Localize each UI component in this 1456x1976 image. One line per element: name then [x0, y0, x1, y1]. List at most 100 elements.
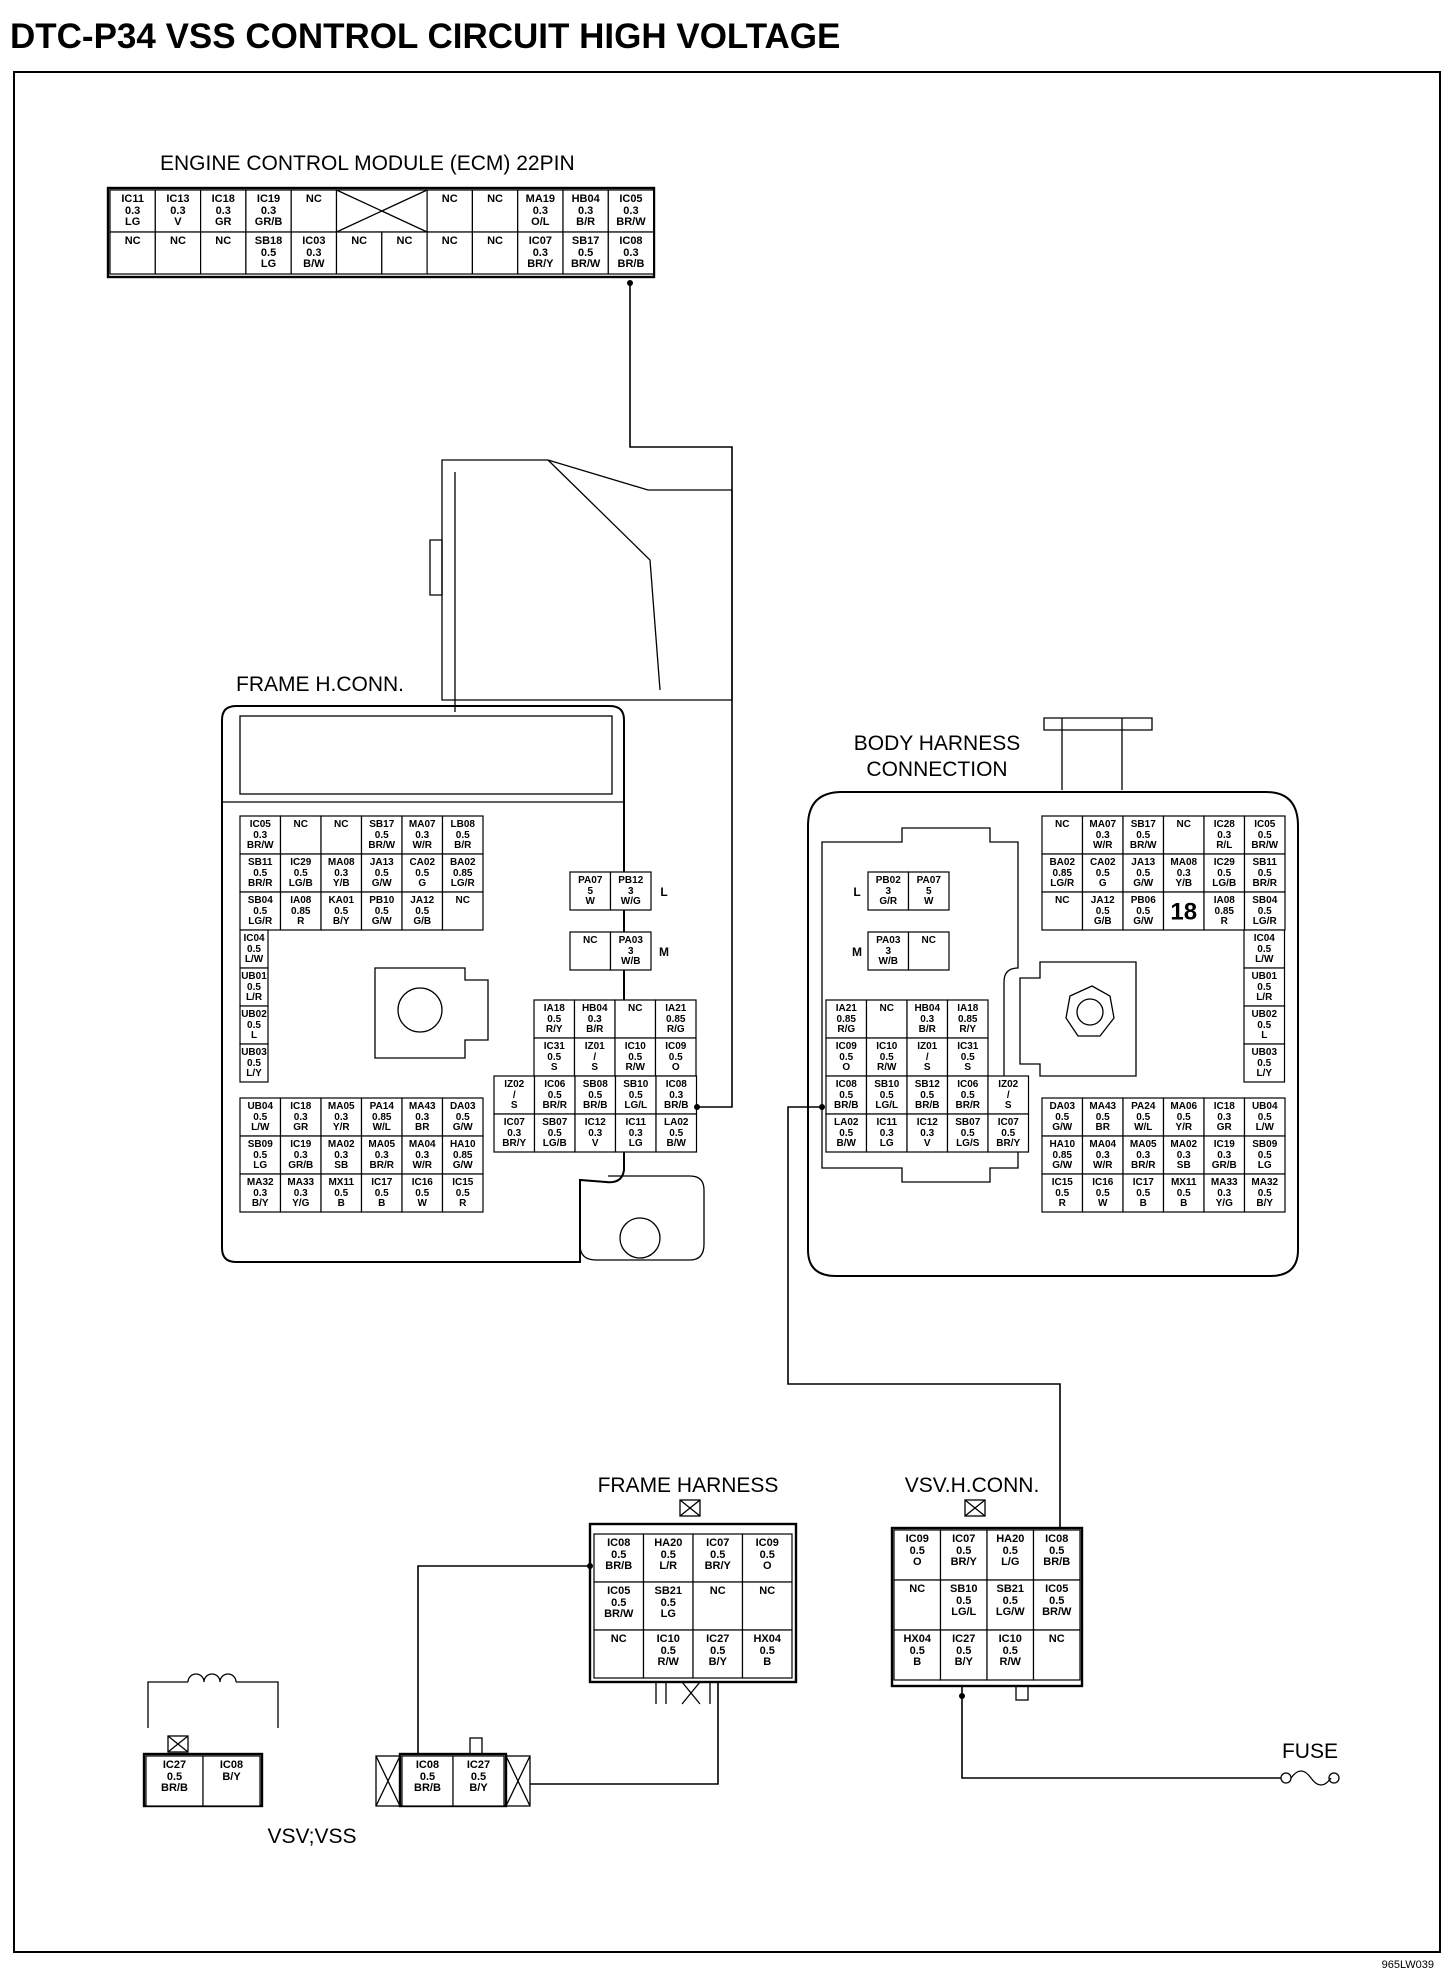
wire-spec: 0.5 — [1003, 1595, 1018, 1607]
wire-spec: 0.5 — [1049, 1595, 1064, 1607]
wire-spec: 0.5 — [1096, 1112, 1110, 1123]
wire-spec: GR/B — [1212, 1160, 1237, 1171]
wire-spec: 0.5 — [1258, 868, 1272, 879]
wire-spec: BR/B — [161, 1782, 188, 1794]
wire-junction-body-hconn — [819, 1104, 825, 1110]
pin-id: NC — [1177, 819, 1191, 830]
wire-spec: BR/Y — [705, 1560, 732, 1572]
pin-cell-box — [1041, 853, 1084, 893]
wire-spec: Y/G — [1216, 1198, 1233, 1209]
wire-spec: S — [1005, 1100, 1012, 1111]
pin-cell: NC — [471, 189, 519, 233]
pin-cell — [335, 189, 428, 233]
pin-cell-box — [741, 1581, 793, 1631]
wire-spec: LG/L — [624, 1100, 647, 1111]
wire-spec: 0.5 — [1257, 1020, 1271, 1031]
wire-spec: 0.3 — [1217, 830, 1231, 841]
pin-id: MA07 — [409, 819, 436, 830]
wire-spec: W/B — [621, 956, 640, 967]
pin-cell-box — [906, 1075, 949, 1115]
wire-spec: BR/W — [604, 1608, 634, 1620]
wire-spec: 0.5 — [661, 1597, 676, 1609]
pin-id: MA43 — [409, 1101, 436, 1112]
pin-id: MA02 — [1170, 1139, 1197, 1150]
pin-id: IC08 — [1045, 1533, 1068, 1545]
pin-cell-box — [1243, 891, 1286, 931]
pin-cell-box — [1243, 1173, 1286, 1213]
pin-cell: NC — [426, 231, 474, 275]
wire-spec: 0.5 — [956, 1545, 971, 1557]
pin-id: IC11 — [121, 193, 144, 205]
pin-id: IC08 — [607, 1537, 630, 1549]
wire-spec: BR/W — [571, 258, 601, 270]
pin-cell-box — [867, 871, 910, 911]
wire-spec: L/W — [251, 1122, 270, 1133]
pin-id: UB02 — [1251, 1009, 1277, 1020]
wire-spec: BR/W — [247, 840, 274, 851]
figure-code: 965LW039 — [1382, 1959, 1434, 1971]
wire-spec: 0.5 — [1136, 868, 1150, 879]
pin-cell-box — [1162, 891, 1205, 931]
wire-spec: L/G — [1001, 1556, 1019, 1568]
wire-spec: B/Y — [252, 1198, 269, 1209]
pin-id: NC — [710, 1585, 726, 1597]
wire-spec: 0.5 — [547, 1052, 561, 1063]
wire-spec: BR/B — [1043, 1556, 1070, 1568]
wire-spec: G/B — [413, 916, 431, 927]
wire-spec: BR/B — [664, 1100, 688, 1111]
wire-spec: L — [251, 1030, 257, 1041]
wire-spec: 0.3 — [1177, 1150, 1191, 1161]
pin-cell-box — [946, 999, 989, 1039]
wire-spec: 3 — [628, 946, 634, 957]
pin-cell-box — [154, 189, 202, 233]
pin-id: IC27 — [163, 1759, 186, 1771]
pin-cell-box — [1243, 1135, 1286, 1175]
pin-cell: NC — [1041, 815, 1084, 855]
pin-cell-box — [614, 999, 657, 1039]
wire-spec: R — [1059, 1198, 1067, 1209]
pin-cell-box — [1122, 815, 1165, 855]
wire-spec: LG — [261, 258, 276, 270]
pin-id: IC10 — [876, 1041, 898, 1052]
pin-id: IA21 — [665, 1003, 687, 1014]
diagram-frame — [13, 71, 1441, 1953]
pin-cell-box — [692, 1629, 744, 1679]
frame-harness-connector: IC080.5BR/BHA200.5L/RIC070.5BR/YIC090.5O… — [588, 1499, 798, 1705]
pin-id: HB04 — [582, 1003, 608, 1014]
pin-cell-box — [401, 1173, 444, 1213]
wire-spec: R/W — [1000, 1656, 1022, 1668]
wire-spec: 0.5 — [375, 830, 389, 841]
pin-number: 18 — [1170, 898, 1197, 925]
wire-spec: BR/B — [605, 1560, 632, 1572]
wire-spec: B/Y — [1256, 1198, 1273, 1209]
block-letter: L — [853, 885, 860, 899]
pin-id: SB18 — [255, 235, 283, 247]
pin-id: PA24 — [1131, 1101, 1156, 1112]
wire-spec: 0.5 — [611, 1597, 626, 1609]
pin-id: DA03 — [1049, 1101, 1075, 1112]
